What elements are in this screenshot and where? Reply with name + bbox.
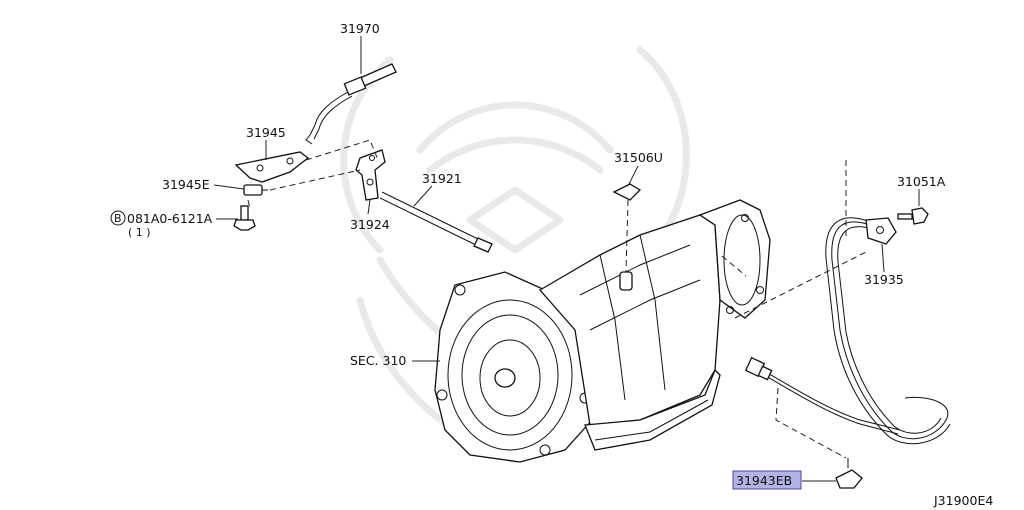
transmission-assembly[interactable] — [434, 199, 771, 463]
bolt-081A0-6121A[interactable] — [233, 205, 256, 231]
label-31935[interactable]: 31935 — [864, 272, 904, 287]
clip-31943EB[interactable] — [835, 458, 863, 489]
leader-lines — [213, 36, 920, 482]
label-081A0-qty: ( 1 ) — [128, 226, 151, 239]
bolt-type-symbol — [110, 210, 126, 226]
dashed-guide-lines — [247, 139, 867, 459]
plug-31506U[interactable] — [612, 183, 642, 201]
label-31924[interactable]: 31924 — [350, 217, 390, 232]
label-31945E[interactable]: 31945E — [162, 177, 210, 192]
label-31970[interactable]: 31970 — [340, 21, 380, 36]
rod-31921[interactable] — [379, 191, 493, 253]
washer-31945E[interactable] — [243, 184, 268, 196]
part-labels: 31970 31945 31945E B 081A0-6121A ( 1 ) 3… — [114, 21, 993, 508]
harness-31935[interactable] — [744, 217, 951, 445]
label-31945[interactable]: 31945 — [246, 125, 286, 140]
label-31051A[interactable]: 31051A — [897, 174, 946, 189]
lever-31924[interactable] — [355, 149, 386, 201]
bolt-31051A[interactable] — [897, 207, 929, 225]
label-081A0-prefix: B — [114, 212, 122, 225]
highlight-box-31943EB — [732, 470, 802, 490]
label-31943EB[interactable]: 31943EB — [736, 473, 792, 488]
label-081A0-6121A[interactable]: 081A0-6121A — [127, 211, 213, 226]
diagram-id: J31900E4 — [933, 493, 993, 508]
label-31921[interactable]: 31921 — [422, 171, 462, 186]
label-sec-310[interactable]: SEC. 310 — [350, 353, 406, 368]
control-cable-31970[interactable] — [305, 63, 397, 145]
label-31506U[interactable]: 31506U — [614, 150, 663, 165]
bracket-31945[interactable] — [234, 151, 310, 183]
